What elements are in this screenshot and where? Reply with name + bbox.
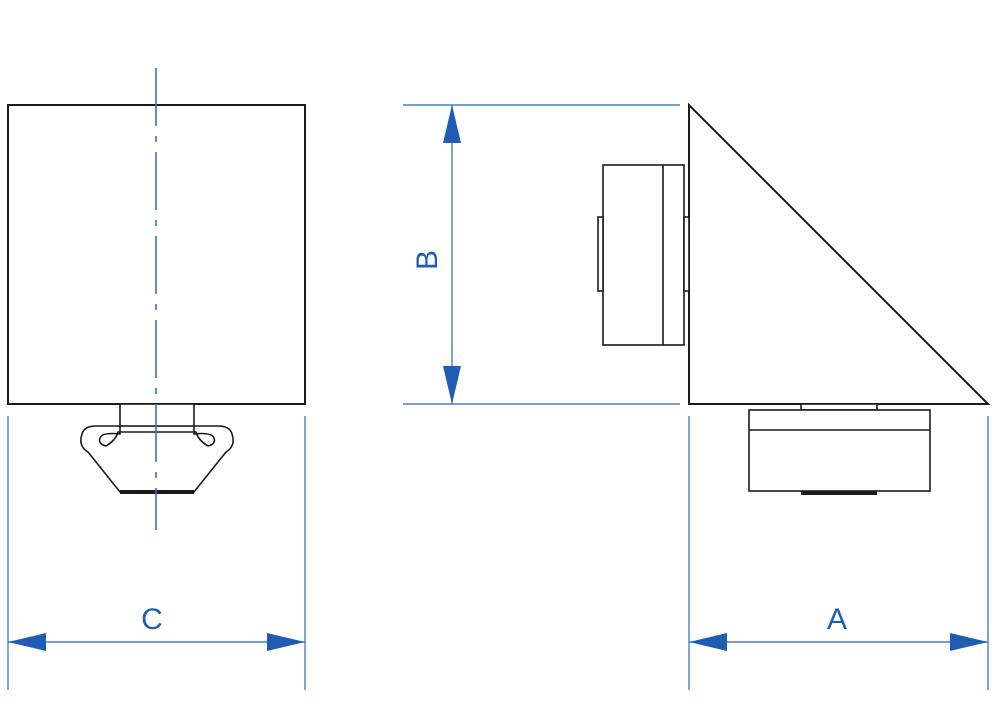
dimension-b-arrow-bottom bbox=[443, 366, 461, 404]
side-nut-bottom bbox=[748, 403, 931, 495]
side-nut-left bbox=[597, 164, 690, 346]
dimension-b-label: B bbox=[411, 250, 444, 270]
side-view bbox=[597, 102, 991, 495]
side-nut-left-tab bbox=[597, 216, 604, 292]
dimension-c-arrow-right bbox=[267, 633, 305, 651]
dimension-b-arrow-top bbox=[443, 105, 461, 143]
t-slot-nut-profile bbox=[80, 425, 234, 493]
side-nut-left-body bbox=[602, 164, 685, 346]
dimension-c-arrow-left bbox=[8, 633, 46, 651]
side-nut-bottom-neck bbox=[800, 403, 878, 411]
dimension-a-arrow-left bbox=[689, 633, 727, 651]
dimension-c: C bbox=[7, 416, 306, 690]
front-view bbox=[7, 68, 306, 530]
side-nut-bottom-tab bbox=[801, 491, 877, 495]
dimension-a: A bbox=[688, 416, 989, 690]
dimension-a-arrow-right bbox=[950, 633, 988, 651]
t-slot-nut-neck bbox=[119, 403, 195, 427]
dimension-a-label: A bbox=[827, 603, 847, 636]
dimension-b: B bbox=[403, 104, 680, 405]
dimension-c-label: C bbox=[141, 603, 163, 636]
side-nut-left-neck bbox=[683, 216, 690, 292]
side-view-bracket bbox=[688, 102, 991, 405]
side-nut-bottom-body bbox=[748, 409, 931, 492]
t-slot-nut bbox=[80, 403, 234, 494]
